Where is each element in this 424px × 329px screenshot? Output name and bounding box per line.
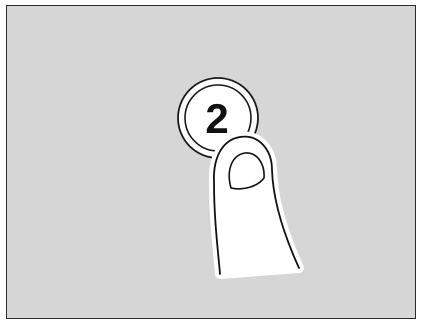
key-label: 2	[205, 95, 228, 142]
pressing-finger-icon	[214, 137, 299, 274]
fingernail-icon	[229, 153, 264, 189]
